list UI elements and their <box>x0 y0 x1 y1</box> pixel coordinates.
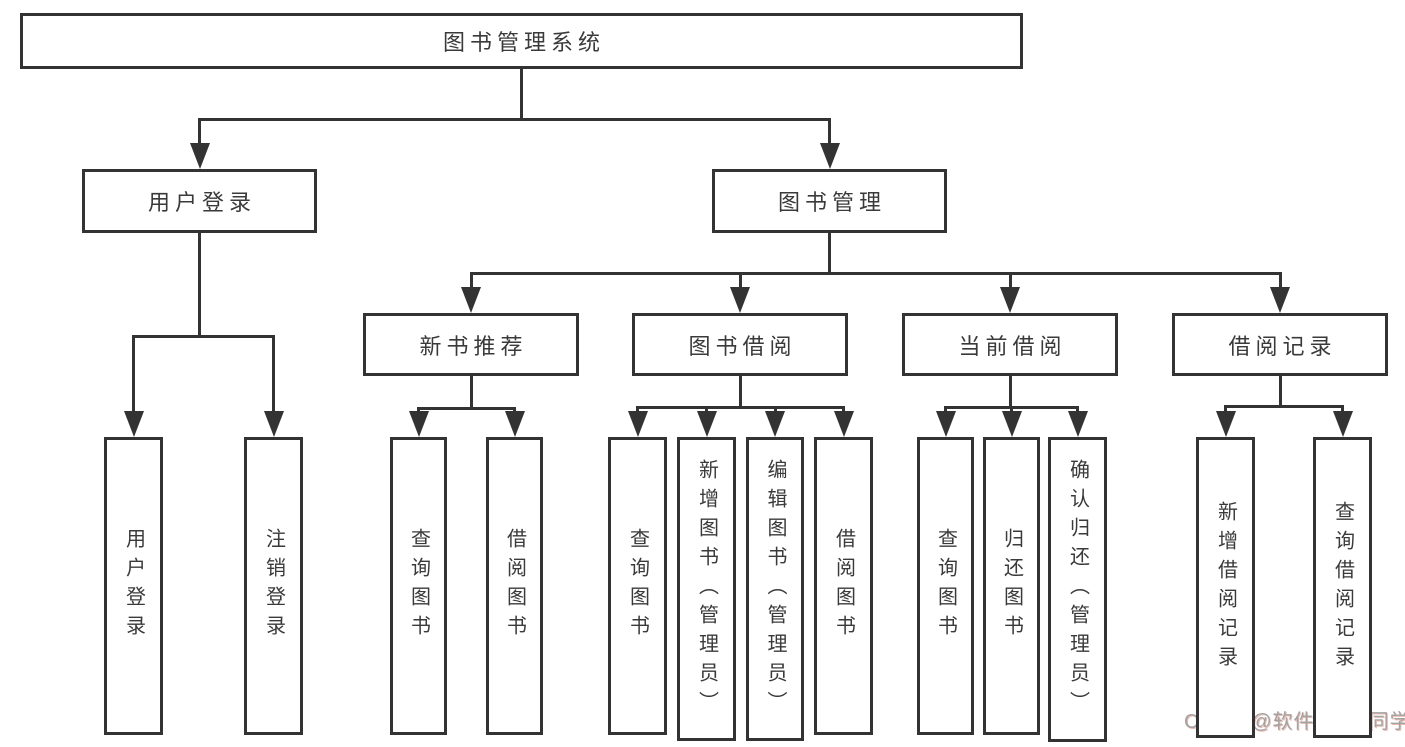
node-label-leaf-br-add: 新增借阅记录 <box>1214 500 1237 675</box>
node-label-leaf-cb-query: 查询图书 <box>934 528 957 644</box>
diagram-node-user-login: 用户登录 <box>82 169 317 233</box>
connector-drop-leaf-br-query <box>1341 405 1344 415</box>
arrowhead-down-icon <box>123 411 144 437</box>
node-label-leaf-cb-confirm: 确认归还（管理员） <box>1066 459 1089 720</box>
connector-stem-new-book-rec <box>469 376 473 410</box>
arrowhead-down-icon <box>504 411 525 437</box>
node-label-leaf-user-login: 用户登录 <box>122 528 145 644</box>
connector-rail-new-book-rec <box>417 407 516 410</box>
connector-rail-root <box>198 118 831 121</box>
connector-stem-root <box>520 69 523 121</box>
connector-drop-leaf-bb-add <box>705 406 708 415</box>
connector-stem-borrow-record <box>1278 376 1282 408</box>
node-label-book-mgmt: 图书管理 <box>777 190 886 215</box>
node-label-borrow-record: 借阅记录 <box>1228 333 1337 359</box>
node-label-leaf-logout: 注销登录 <box>262 528 285 644</box>
diagram-node-leaf-cb-confirm: 确认归还（管理员） <box>1048 437 1107 742</box>
diagram-node-leaf-bb-edit: 编辑图书（管理员） <box>746 437 804 741</box>
connector-drop-leaf-cb-return <box>1010 406 1013 415</box>
arrowhead-down-icon <box>833 411 854 437</box>
diagram-node-book-borrow: 图书借阅 <box>632 313 848 376</box>
node-label-leaf-bb-edit: 编辑图书（管理员） <box>764 458 786 720</box>
arrowhead-down-icon <box>1270 287 1290 313</box>
diagram-node-leaf-rec-query: 查询图书 <box>390 437 447 735</box>
arrowhead-down-icon <box>461 287 481 313</box>
arrowhead-down-icon <box>1332 411 1353 437</box>
connector-rail-borrow-record <box>1224 405 1344 408</box>
diagram-node-borrow-record: 借阅记录 <box>1172 313 1388 376</box>
arrowhead-down-icon <box>189 143 210 169</box>
node-label-new-book-rec: 新书推荐 <box>419 333 528 359</box>
node-label-user-login: 用户登录 <box>147 190 256 215</box>
node-label-leaf-rec-query: 查询图书 <box>407 528 430 644</box>
connector-rail-book-mgmt <box>469 272 1282 275</box>
node-label-leaf-bb-query: 查询图书 <box>626 528 649 644</box>
diagram-node-leaf-cb-return: 归还图书 <box>983 437 1040 735</box>
connector-drop-current-borrow <box>1008 272 1012 291</box>
arrowhead-down-icon <box>730 287 750 313</box>
connector-drop-leaf-bb-borrow <box>842 406 845 415</box>
diagram-node-leaf-logout: 注销登录 <box>244 437 303 735</box>
node-label-leaf-bb-add: 新增图书（管理员） <box>695 458 718 720</box>
connector-drop-leaf-user-login <box>132 335 135 415</box>
connector-drop-user-login <box>198 118 201 147</box>
arrowhead-down-icon <box>408 411 429 437</box>
connector-stem-current-borrow <box>1008 376 1012 409</box>
node-label-leaf-br-query: 查询借阅记录 <box>1331 500 1354 675</box>
connector-drop-book-borrow <box>738 272 742 291</box>
arrowhead-down-icon <box>1000 287 1020 313</box>
node-label-book-borrow: 图书借阅 <box>688 333 797 359</box>
diagram-node-leaf-rec-borrow: 借阅图书 <box>486 437 543 735</box>
arrowhead-down-icon <box>819 143 840 169</box>
connector-stem-user-login <box>198 233 201 338</box>
connector-drop-leaf-bb-query <box>636 406 639 415</box>
diagram-node-book-mgmt: 图书管理 <box>712 169 947 233</box>
connector-stem-book-mgmt <box>828 233 831 275</box>
connector-drop-leaf-br-add <box>1224 405 1227 415</box>
arrowhead-down-icon <box>1001 411 1022 437</box>
arrowhead-down-icon <box>765 411 785 437</box>
arrowhead-down-icon <box>935 411 956 437</box>
connector-rail-book-borrow <box>636 406 845 409</box>
node-label-leaf-cb-return: 归还图书 <box>1000 528 1023 644</box>
connector-drop-new-book-rec <box>469 272 473 291</box>
diagram-node-leaf-user-login: 用户登录 <box>104 437 163 735</box>
connector-drop-leaf-logout <box>272 335 275 415</box>
arrowhead-down-icon <box>263 411 284 437</box>
node-label-current-borrow: 当前借阅 <box>958 333 1067 359</box>
node-label-root: 图书管理系统 <box>442 30 605 55</box>
arrowhead-down-icon <box>696 411 717 437</box>
arrowhead-down-icon <box>1215 411 1236 437</box>
connector-stem-book-borrow <box>738 376 742 409</box>
connector-drop-book-mgmt <box>828 118 831 147</box>
diagram-node-root: 图书管理系统 <box>20 13 1023 69</box>
diagram-node-current-borrow: 当前借阅 <box>902 313 1118 376</box>
connector-drop-leaf-cb-query <box>944 406 947 415</box>
connector-rail-user-login <box>132 335 275 338</box>
diagram-node-leaf-bb-add: 新增图书（管理员） <box>677 437 736 741</box>
arrowhead-down-icon <box>1067 411 1088 437</box>
node-label-leaf-bb-borrow: 借阅图书 <box>832 528 855 644</box>
diagram-node-leaf-br-add: 新增借阅记录 <box>1196 437 1255 738</box>
diagram-node-leaf-bb-borrow: 借阅图书 <box>814 437 873 735</box>
node-label-leaf-rec-borrow: 借阅图书 <box>503 528 526 644</box>
connector-drop-leaf-cb-confirm <box>1076 406 1079 415</box>
connector-drop-borrow-record <box>1278 272 1282 291</box>
diagram-node-leaf-cb-query: 查询图书 <box>917 437 974 735</box>
connector-drop-leaf-bb-edit <box>773 406 777 415</box>
diagram-node-leaf-br-query: 查询借阅记录 <box>1313 437 1372 738</box>
diagram-node-new-book-rec: 新书推荐 <box>363 313 579 376</box>
diagram-node-leaf-bb-query: 查询图书 <box>608 437 667 735</box>
arrowhead-down-icon <box>627 411 648 437</box>
